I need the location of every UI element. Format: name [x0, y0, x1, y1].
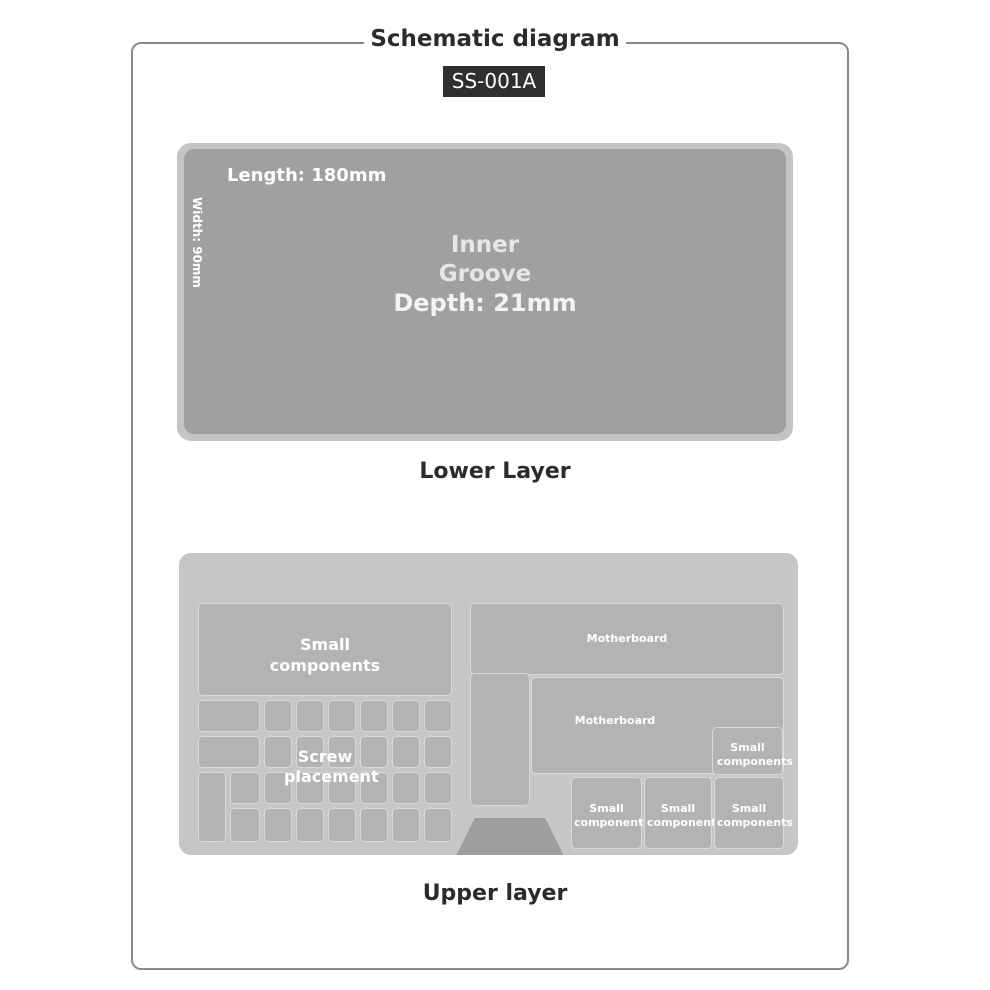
- small-components-bottom-3: Small components: [714, 777, 793, 849]
- depth-label: Depth: 21mm: [393, 289, 577, 317]
- model-code-badge: SS-001A: [443, 66, 545, 97]
- screw-slot: [198, 736, 260, 768]
- screw-slot: [328, 808, 356, 842]
- groove-text: Inner Groove Depth: 21mm: [184, 231, 786, 318]
- screw-slot: [296, 808, 324, 842]
- small-components-b2-label: Small components: [647, 802, 723, 829]
- finger-notch: [455, 818, 565, 855]
- small-components-bottom-1: Small components: [571, 777, 650, 849]
- screw-slot: [360, 736, 388, 768]
- screw-slot: [264, 700, 292, 732]
- screw-slot: [392, 808, 420, 842]
- inner-groove: Length: 180mm Width: 90mm Inner Groove D…: [184, 149, 786, 434]
- screw-slot: [328, 700, 356, 732]
- screw-placement-label: Screw placement: [284, 747, 379, 786]
- motherboard-compartment-1: Motherboard: [470, 603, 784, 675]
- small-components-right-compartment: Small components: [712, 727, 793, 775]
- screw-slot: [424, 808, 452, 842]
- groove-line-1: Inner: [450, 232, 520, 258]
- small-components-compartment: Small components: [198, 603, 452, 696]
- screw-slot: [360, 772, 388, 804]
- screw-slot: [424, 772, 452, 804]
- motherboard-2-label: Motherboard: [574, 714, 656, 727]
- diagram-title: Schematic diagram: [0, 26, 990, 52]
- screw-slot: [360, 700, 388, 732]
- screw-slot: [264, 772, 292, 804]
- upper-layer-label: Upper layer: [422, 881, 568, 906]
- lower-layer-label: Lower Layer: [419, 459, 571, 484]
- screw-slot: [392, 736, 420, 768]
- screw-slot: [424, 736, 452, 768]
- screw-slot: [328, 736, 356, 768]
- small-components-b1-label: Small components: [574, 802, 650, 829]
- screw-slot: [424, 700, 452, 732]
- screw-slot: [264, 736, 292, 768]
- screw-slot: [230, 772, 260, 804]
- screw-slot: [198, 700, 260, 732]
- screw-slot: [296, 700, 324, 732]
- length-label: Length: 180mm: [227, 165, 387, 186]
- upper-layer-tray: Small components Screw placement Motherb…: [179, 553, 798, 855]
- groove-line-2: Groove: [438, 261, 532, 287]
- motherboard-1-label: Motherboard: [586, 632, 668, 645]
- width-label: Width: 90mm: [190, 197, 204, 288]
- small-components-right-label: Small components: [717, 741, 793, 768]
- screw-slot: [296, 736, 324, 768]
- screw-slot: [198, 772, 226, 842]
- lower-layer-tray: Length: 180mm Width: 90mm Inner Groove D…: [177, 143, 793, 441]
- screw-slot: [230, 808, 260, 842]
- motherboard-stem: [470, 673, 530, 806]
- screw-slot: [296, 772, 324, 804]
- small-components-b3-label: Small components: [717, 802, 793, 829]
- screw-slot: [264, 808, 292, 842]
- screw-slot: [392, 772, 420, 804]
- small-components-bottom-2: Small components: [644, 777, 723, 849]
- screw-slot: [328, 772, 356, 804]
- screw-slot: [360, 808, 388, 842]
- small-components-top-label: Small components: [269, 635, 381, 675]
- screw-slot: [392, 700, 420, 732]
